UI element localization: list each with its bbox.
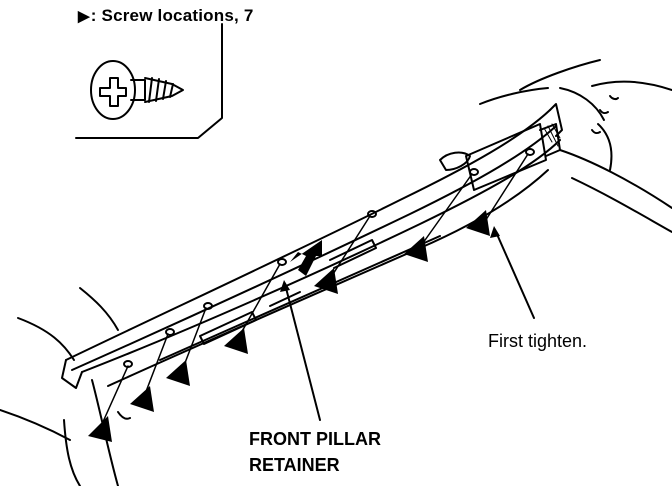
screw-arrow-icon	[88, 416, 112, 442]
screw-arrow-icon	[404, 236, 428, 262]
retainer-end-texture	[543, 123, 561, 147]
screw-hole	[165, 328, 175, 336]
screw-inset	[75, 23, 223, 139]
screw-arrow-icon	[466, 210, 490, 236]
part-name-label: FRONT PILLAR RETAINER	[249, 426, 381, 478]
screw-hole	[367, 210, 377, 218]
legend-text: : Screw locations, 7	[90, 6, 254, 25]
screw-leader-lines	[101, 153, 529, 425]
part-name-line-2: RETAINER	[249, 455, 340, 475]
screw-hole	[469, 168, 479, 176]
legend: ▶: Screw locations, 7	[78, 6, 253, 26]
callout-arrow-icon	[280, 280, 290, 292]
callout-leaders	[285, 231, 535, 421]
screw-arrow-icon	[166, 360, 190, 386]
screw-location-arrow-icon: ▶	[78, 8, 90, 25]
screw-arrow-icon	[224, 328, 248, 354]
body-panel-lines	[0, 59, 672, 486]
screw-holes	[123, 148, 535, 368]
screw-hole	[277, 258, 287, 266]
screw-hole	[203, 302, 213, 310]
screw-icon	[90, 60, 184, 120]
screw-arrow-icon	[130, 386, 154, 412]
callout-arrow-icon	[490, 226, 500, 238]
screw-arrow-icon	[314, 268, 338, 294]
front-pillar-retainer	[61, 103, 563, 389]
part-pointer-arrow-icon	[290, 240, 322, 276]
part-name-line-1: FRONT PILLAR	[249, 429, 381, 449]
screw-location-arrows	[88, 210, 500, 442]
first-tighten-label: First tighten.	[488, 331, 588, 351]
screw-hole	[525, 148, 535, 156]
